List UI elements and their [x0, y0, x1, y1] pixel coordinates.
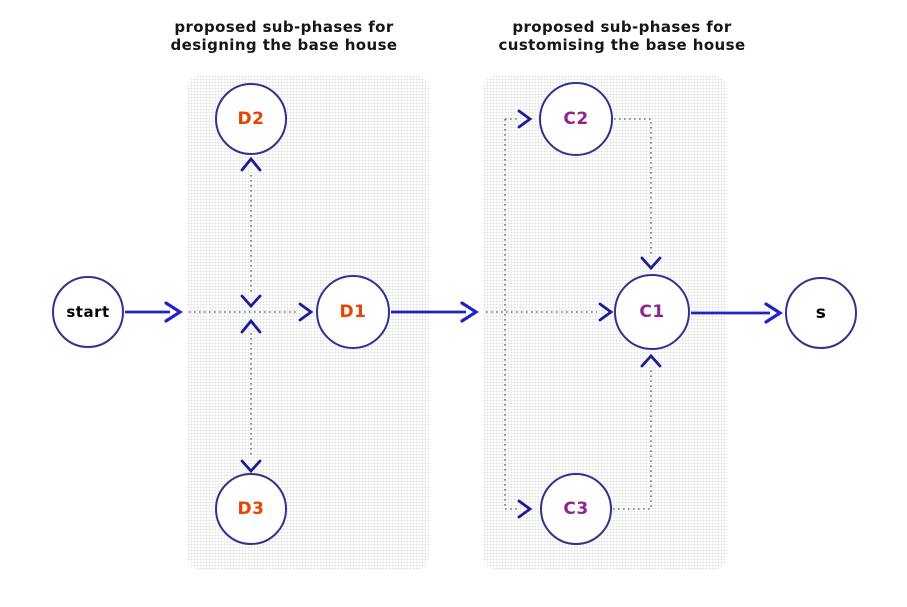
node-d1-label: D1 — [339, 302, 367, 322]
title-customising-phase: proposed sub-phases for customising the … — [487, 18, 757, 54]
node-d3: D3 — [215, 473, 287, 545]
node-start: start — [52, 276, 124, 348]
node-s: s — [785, 277, 857, 349]
node-d1: D1 — [316, 275, 390, 349]
node-c3: C3 — [540, 473, 612, 545]
node-d2: D2 — [215, 83, 287, 155]
node-c1-label: C1 — [639, 302, 665, 322]
node-d2-label: D2 — [237, 109, 265, 129]
node-s-label: s — [815, 303, 827, 323]
node-c2-label: C2 — [563, 109, 589, 129]
node-d3-label: D3 — [237, 499, 265, 519]
title-line: designing the base house — [170, 36, 398, 54]
node-c2: C2 — [539, 82, 613, 156]
node-c1: C1 — [614, 274, 690, 350]
node-start-label: start — [66, 303, 110, 321]
arrow-start-to-d1 — [125, 301, 183, 323]
node-c3-label: C3 — [563, 499, 589, 519]
title-line: customising the base house — [498, 36, 746, 54]
title-line: proposed sub-phases for — [512, 18, 732, 36]
title-line: proposed sub-phases for — [174, 18, 394, 36]
title-designing-phase: proposed sub-phases for designing the ba… — [149, 18, 419, 54]
